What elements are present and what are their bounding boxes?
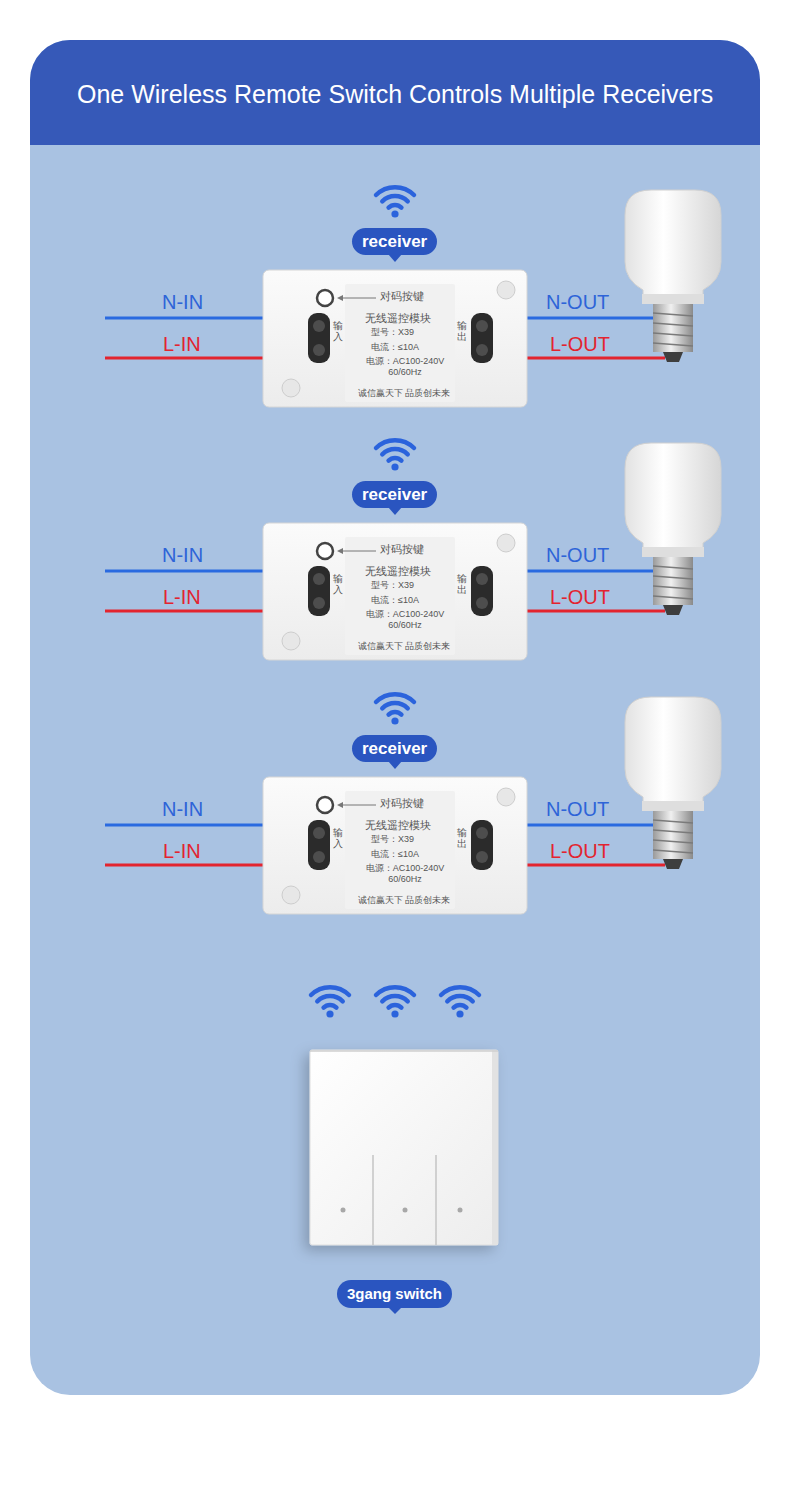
module-print: 型号：X39 xyxy=(371,327,414,338)
module-print: 电流：≤10A xyxy=(371,595,419,606)
wire-label: L-OUT xyxy=(550,586,610,608)
module-print: 对码按键 xyxy=(380,543,424,556)
terminal-label: 输入 xyxy=(333,320,343,342)
switch-plate xyxy=(310,1050,498,1245)
wire-label: L-IN xyxy=(163,586,201,608)
wire-label: N-OUT xyxy=(546,291,609,313)
module-print: 电流：≤10A xyxy=(371,342,419,353)
terminal-label: 输出 xyxy=(457,320,467,342)
label-pill: receiver xyxy=(352,735,437,762)
wire-label: L-IN xyxy=(163,333,201,355)
wire-label: N-OUT xyxy=(546,798,609,820)
pill-text: receiver xyxy=(352,228,437,255)
module-print: 电流：≤10A xyxy=(371,849,419,860)
module-print: 诚信赢天下 品质创未来 xyxy=(353,388,455,398)
wire-label: L-OUT xyxy=(550,333,610,355)
pill-text: 3gang switch xyxy=(337,1280,452,1308)
terminal-label: 输出 xyxy=(457,573,467,595)
label-pill: 3gang switch xyxy=(337,1280,452,1308)
module-print: 型号：X39 xyxy=(371,580,414,591)
module-print: 电源：AC100-240V 60/60Hz xyxy=(358,356,452,378)
pill-pointer xyxy=(388,1307,402,1314)
receiver-illustration xyxy=(105,694,721,914)
module-print: 对码按键 xyxy=(380,797,424,810)
wire-label: N-IN xyxy=(162,544,203,566)
pill-text: receiver xyxy=(352,481,437,508)
receiver-module: 对码按键无线遥控模块型号：X39 电流：≤10A 电源：AC100-240V 60/… xyxy=(263,270,527,407)
wire-label: N-IN xyxy=(162,798,203,820)
module-print: 诚信赢天下 品质创未来 xyxy=(353,641,455,651)
module-print: 型号：X39 xyxy=(371,834,414,845)
module-print: 电源：AC100-240V 60/60Hz xyxy=(358,609,452,631)
module-print: 电源：AC100-240V 60/60Hz xyxy=(358,863,452,885)
wifi-icon xyxy=(311,987,349,1017)
label-pill: receiver xyxy=(352,228,437,255)
title-text: One Wireless Remote Switch Controls Mult… xyxy=(77,79,713,109)
wire-label: N-OUT xyxy=(546,544,609,566)
receiver-illustration xyxy=(105,187,721,407)
receiver-illustration xyxy=(105,440,721,660)
wire-label: N-IN xyxy=(162,291,203,313)
wifi-icon xyxy=(441,987,479,1017)
wire-label: L-IN xyxy=(163,840,201,862)
module-print: 无线遥控模块 xyxy=(363,819,433,832)
receiver-module: 对码按键无线遥控模块型号：X39 电流：≤10A 电源：AC100-240V 60/… xyxy=(263,523,527,660)
terminal-label: 输入 xyxy=(333,827,343,849)
label-pill: receiver xyxy=(352,481,437,508)
wifi-icon xyxy=(376,987,414,1017)
module-print: 无线遥控模块 xyxy=(363,565,433,578)
terminal-label: 输入 xyxy=(333,573,343,595)
module-print: 对码按键 xyxy=(380,290,424,303)
wire-label: L-OUT xyxy=(550,840,610,862)
terminal-label: 输出 xyxy=(457,827,467,849)
header-band xyxy=(30,40,760,145)
module-print: 无线遥控模块 xyxy=(363,312,433,325)
module-print: 诚信赢天下 品质创未来 xyxy=(353,895,455,905)
panel xyxy=(30,40,760,1395)
pill-text: receiver xyxy=(352,735,437,762)
receiver-module: 对码按键无线遥控模块型号：X39 电流：≤10A 电源：AC100-240V 60/… xyxy=(263,777,527,914)
